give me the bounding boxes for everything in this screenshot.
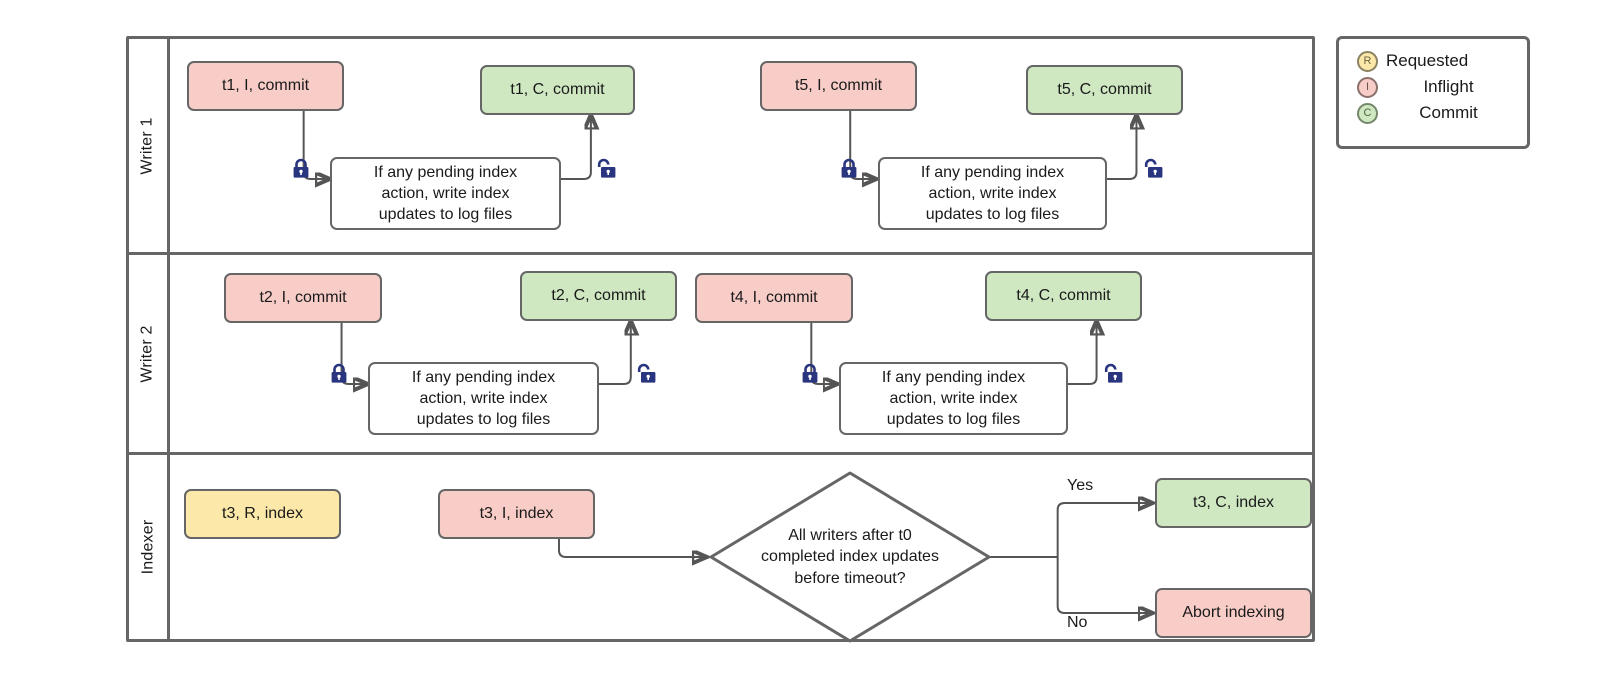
node-label: t1, C, commit [510, 81, 605, 99]
node-w2-t4-commit[interactable]: t4, C, commit [985, 271, 1142, 321]
node-label: t3, I, index [479, 505, 554, 523]
process-line-2: action, write index [889, 389, 1018, 407]
legend-badge-letter: R [1363, 55, 1372, 67]
node-label: t3, C, index [1193, 494, 1274, 512]
node-label: t4, I, commit [730, 289, 818, 307]
legend-item-commit: C Commit [1357, 100, 1517, 126]
legend-panel: R Requested I Inflight C Commit [1336, 36, 1530, 149]
process-line-2: action, write index [928, 184, 1057, 202]
node-w1-t1-commit[interactable]: t1, C, commit [480, 65, 635, 115]
lane-body-indexer: t3, R, index t3, I, index All writers af… [170, 455, 1312, 643]
swimlane-container: Writer 1 [126, 36, 1315, 643]
lane-header-writer-1: Writer 1 [129, 39, 170, 252]
swimlane-writer-2: Writer 2 t2, I, commit [129, 255, 1312, 455]
process-line-2: action, write index [419, 389, 548, 407]
lane-body-writer-2: t2, I, commit t2, C, commit If any pendi… [170, 255, 1312, 452]
lock-closed-icon [328, 363, 350, 385]
node-ix-t3-inflight[interactable]: t3, I, index [438, 489, 595, 539]
node-w1-t1-inflight[interactable]: t1, I, commit [187, 61, 344, 111]
node-label: t4, C, commit [1016, 287, 1111, 305]
node-label: t2, C, commit [551, 287, 646, 305]
process-line-3: updates to log files [925, 206, 1060, 224]
node-w2-process-1[interactable]: If any pending index action, write index… [368, 362, 599, 435]
lock-closed-icon [799, 363, 821, 385]
node-ix-t3-commit[interactable]: t3, C, index [1155, 478, 1312, 528]
edge-label-no: No [1067, 614, 1088, 631]
node-w2-t2-commit[interactable]: t2, C, commit [520, 271, 677, 321]
node-label: t2, I, commit [259, 289, 347, 307]
node-w2-t4-inflight[interactable]: t4, I, commit [695, 273, 853, 323]
lock-open-icon [1141, 158, 1163, 180]
process-line-1: If any pending index [411, 368, 556, 386]
process-line-2: action, write index [381, 184, 510, 202]
node-w2-process-2[interactable]: If any pending index action, write index… [839, 362, 1068, 435]
lock-open-icon [594, 158, 616, 180]
legend-label-inflight: Inflight [1423, 77, 1474, 96]
process-line-1: If any pending index [881, 368, 1026, 386]
legend-item-inflight: I Inflight [1357, 74, 1517, 100]
edge-label-yes: Yes [1067, 477, 1094, 494]
lane-header-indexer: Indexer [129, 455, 170, 639]
process-line-1: If any pending index [373, 163, 518, 181]
swimlane-writer-1: Writer 1 [129, 39, 1312, 255]
decision-diamond-shape [709, 471, 991, 643]
node-ix-t3-requested[interactable]: t3, R, index [184, 489, 341, 539]
process-line-3: updates to log files [378, 206, 513, 224]
legend-badge-inflight-icon: I [1357, 76, 1378, 98]
legend-badge-commit-icon: C [1357, 102, 1378, 124]
legend-label-commit: Commit [1419, 103, 1478, 122]
legend-badge-requested-icon: R [1357, 50, 1378, 72]
node-w1-t5-inflight[interactable]: t5, I, commit [760, 61, 917, 111]
node-w1-process-2[interactable]: If any pending index action, write index… [878, 157, 1107, 230]
node-label: t1, I, commit [221, 77, 310, 95]
node-label: t5, C, commit [1057, 81, 1152, 99]
node-ix-abort[interactable]: Abort indexing [1155, 588, 1312, 638]
lock-open-icon [1101, 363, 1123, 385]
legend-item-requested: R Requested [1357, 48, 1517, 74]
legend-badge-letter: C [1363, 107, 1372, 119]
process-line-3: updates to log files [416, 411, 551, 429]
lock-closed-icon [290, 158, 312, 180]
lane-label-writer-1: Writer 1 [139, 116, 156, 175]
node-label: Abort indexing [1182, 604, 1285, 622]
lane-header-writer-2: Writer 2 [129, 255, 170, 452]
lane-label-indexer: Indexer [139, 519, 156, 575]
legend-badge-letter: I [1365, 81, 1370, 93]
lock-open-icon [634, 363, 656, 385]
lane-label-writer-2: Writer 2 [139, 324, 156, 383]
lock-closed-icon [838, 158, 860, 180]
node-w1-t5-commit[interactable]: t5, C, commit [1026, 65, 1183, 115]
node-w1-process-1[interactable]: If any pending index action, write index… [330, 157, 561, 230]
node-label: t3, R, index [222, 505, 303, 523]
node-w2-t2-inflight[interactable]: t2, I, commit [224, 273, 382, 323]
node-label: t5, I, commit [794, 77, 883, 95]
swimlane-indexer: Indexer [129, 455, 1312, 643]
lane-body-writer-1: t1, I, commit t1, C, commit If any pendi… [170, 39, 1312, 252]
process-line-1: If any pending index [920, 163, 1065, 181]
process-line-3: updates to log files [886, 411, 1021, 429]
legend-label-requested: Requested [1386, 51, 1469, 70]
node-ix-decision[interactable]: All writers after t0 completed index upd… [708, 470, 992, 644]
